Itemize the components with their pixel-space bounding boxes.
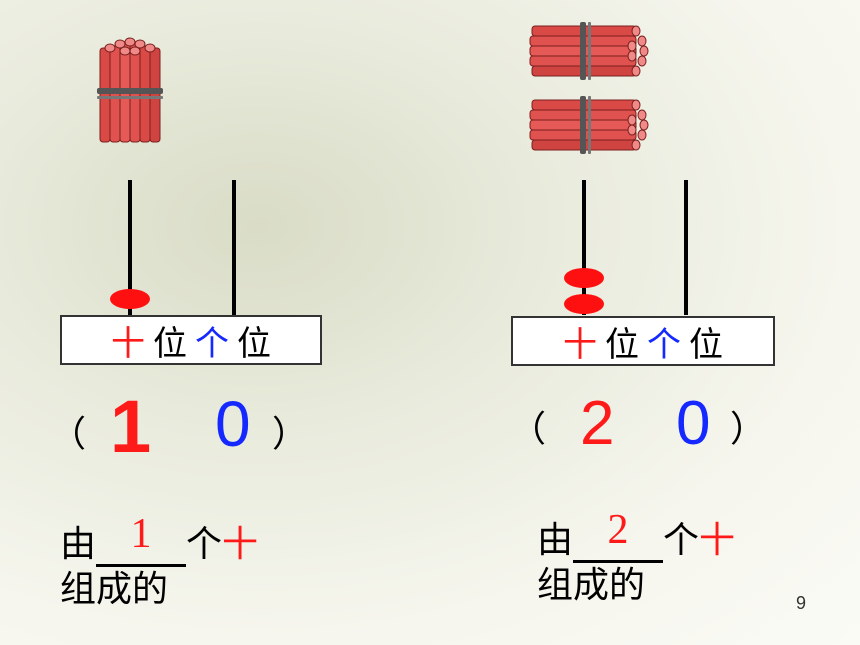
- tens-bead: [564, 268, 604, 288]
- answer-blank: 2: [573, 507, 664, 563]
- sentence-suffix: 组成的: [60, 569, 169, 610]
- open-paren: （: [50, 414, 87, 455]
- tens-bead: [564, 294, 604, 314]
- tens-suffix: 位: [605, 324, 639, 365]
- place-value-label: 十 位 个 位: [60, 315, 322, 365]
- tens-rod: [582, 180, 586, 315]
- sentence-prefix: 由: [537, 520, 574, 561]
- sentence-mid: 个: [663, 520, 700, 561]
- tens-suffix: 位: [153, 323, 187, 364]
- ones-suffix: 位: [237, 323, 271, 364]
- tens-bead: [110, 289, 150, 309]
- tens-digit: 2: [580, 389, 615, 458]
- tens-rod: [128, 180, 132, 315]
- answer-value: 1: [130, 510, 152, 557]
- ones-label: 个: [195, 323, 229, 364]
- sentence-unit: 十: [222, 524, 259, 565]
- answer-blank: 1: [96, 511, 187, 567]
- ones-digit: 0: [215, 388, 251, 460]
- stick-bundle-icon: [97, 37, 163, 143]
- ones-rod: [684, 180, 688, 315]
- ones-label: 个: [647, 324, 681, 365]
- page-number: 9: [796, 593, 807, 613]
- place-value-label: 十 位 个 位: [511, 316, 775, 366]
- tens-label: 十: [563, 324, 597, 365]
- close-paren: ）: [272, 414, 309, 455]
- ones-digit: 0: [676, 389, 711, 458]
- sentence-unit: 十: [699, 520, 736, 561]
- stick-bundle-icon: [529, 22, 649, 80]
- answer-value: 2: [607, 506, 629, 553]
- ones-suffix: 位: [689, 324, 723, 365]
- tens-digit: 1: [110, 385, 152, 468]
- open-paren: （: [510, 409, 547, 450]
- close-paren: ）: [730, 409, 767, 450]
- sentence-mid: 个: [186, 524, 223, 565]
- sentence-suffix: 组成的: [537, 565, 646, 606]
- sentence-prefix: 由: [60, 524, 97, 565]
- tens-label: 十: [111, 323, 145, 364]
- ones-rod: [232, 180, 236, 315]
- stick-bundle-icon: [529, 96, 649, 154]
